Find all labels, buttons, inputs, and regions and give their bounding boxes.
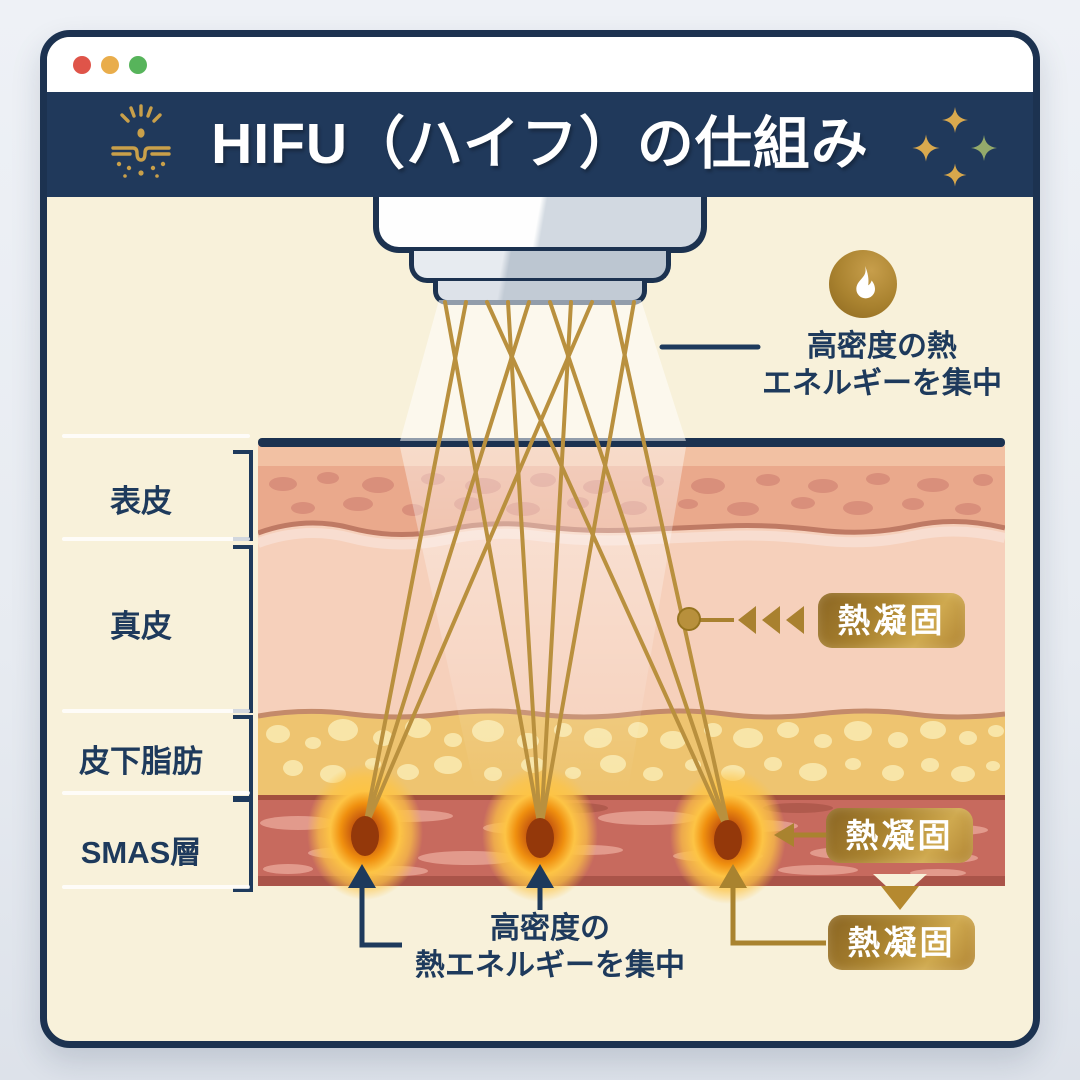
layer-label-epidermis: 表皮 <box>110 484 172 519</box>
traffic-light-green[interactable] <box>129 56 147 74</box>
top-heat-line1: 高密度の熱 <box>807 330 957 363</box>
separator-line <box>62 434 250 438</box>
header-bar: HIFU（ハイフ）の仕組み <box>47 92 1033 197</box>
page-title: HIFU（ハイフ）の仕組み <box>211 112 869 176</box>
separator-line <box>62 709 250 713</box>
badge-smas: 熱凝固 <box>826 808 973 863</box>
browser-topbar <box>47 37 1033 92</box>
traffic-light-red[interactable] <box>73 56 91 74</box>
sparkles-icon <box>912 107 997 187</box>
flame-icon <box>829 250 897 318</box>
bracket-epidermis <box>233 450 253 541</box>
bottom-heat-label: 高密度の 熱エネルギーを集中 <box>380 910 720 984</box>
layer-label-fat: 皮下脂肪 <box>79 744 203 779</box>
badge-below: 熱凝固 <box>828 915 975 970</box>
badge-dermis: 熱凝固 <box>818 593 965 648</box>
hifu-device-head <box>373 197 707 253</box>
separator-line <box>62 791 250 795</box>
separator-line <box>62 537 250 541</box>
hifu-device-tip <box>433 281 647 305</box>
top-heat-label: 高密度の熱 エネルギーを集中 <box>722 328 1042 402</box>
hifu-device-mid <box>409 251 671 283</box>
bottom-heat-line1: 高密度の <box>490 912 610 945</box>
bottom-heat-line2: 熱エネルギーを集中 <box>415 949 685 982</box>
top-heat-line2: エネルギーを集中 <box>762 367 1002 400</box>
separator-line <box>62 885 250 889</box>
layer-label-dermis: 真皮 <box>110 609 172 644</box>
traffic-light-yellow[interactable] <box>101 56 119 74</box>
layer-label-smas: SMAS層 <box>80 835 202 870</box>
bracket-fat <box>233 715 253 800</box>
bracket-smas <box>233 798 253 892</box>
bracket-dermis <box>233 545 253 713</box>
